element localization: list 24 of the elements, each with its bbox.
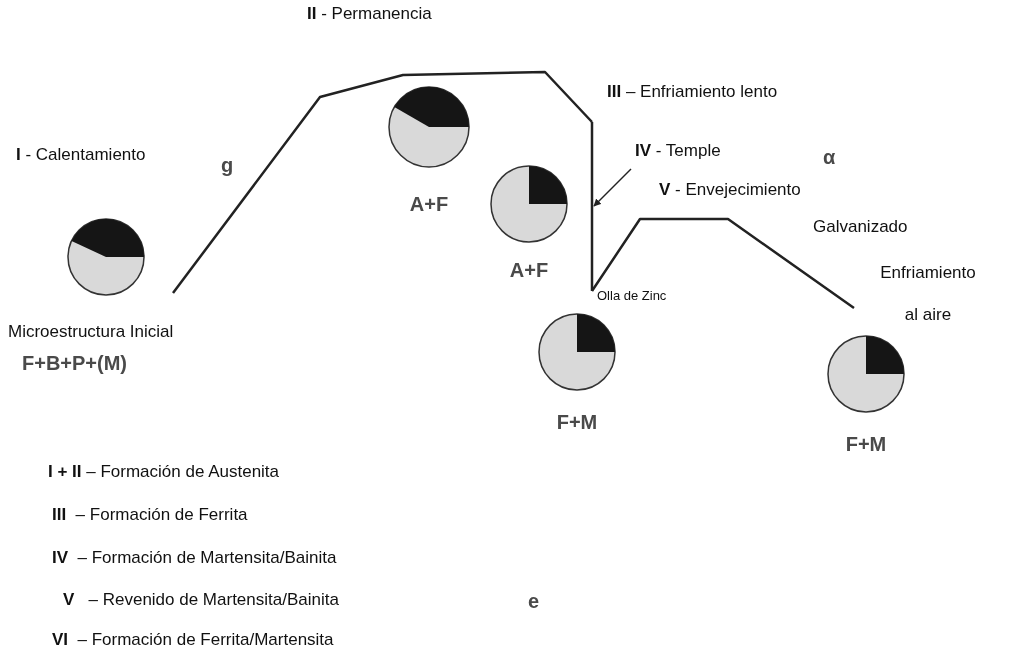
annotation-text: I + II – Formación de Austenita: [48, 462, 280, 482]
phase-letter: α: [823, 146, 836, 169]
annotation-text: VI – Formación de Ferrita/Martensita: [52, 630, 334, 650]
caption-text: Microestructura Inicial: [8, 322, 174, 342]
annotation-text: II - Permanencia: [307, 4, 432, 24]
quench-line: [590, 122, 594, 291]
annotation-text: IV – Formación de Martensita/Bainita: [52, 548, 337, 568]
annotation-text: III – Enfriamiento lento: [607, 82, 778, 102]
stage-label: IV - Temple: [635, 141, 721, 161]
phase-label: A+F: [509, 259, 549, 282]
annotation-text: V – Revenido de Martensita/Bainita: [63, 590, 339, 610]
annotation-text: III – Formación de Ferrita: [52, 505, 248, 525]
phase-letter: e: [528, 590, 540, 613]
phase-letter: g: [221, 154, 234, 177]
annotation-text: Galvanizado: [813, 217, 908, 237]
phase-label: A+F: [409, 193, 449, 216]
annotation-text: V - Envejecimiento: [659, 180, 801, 200]
phase-label: F+M: [845, 433, 887, 456]
annotation-text: Olla de Zinc: [597, 289, 667, 304]
phase-label: F+M: [556, 411, 598, 434]
annotation-text: I - Calentamiento: [16, 145, 146, 165]
phase-label: F+B+P+(M): [22, 351, 128, 375]
arrow: [593, 168, 632, 207]
annotation-text: Enfriamiento al aire: [879, 262, 977, 326]
